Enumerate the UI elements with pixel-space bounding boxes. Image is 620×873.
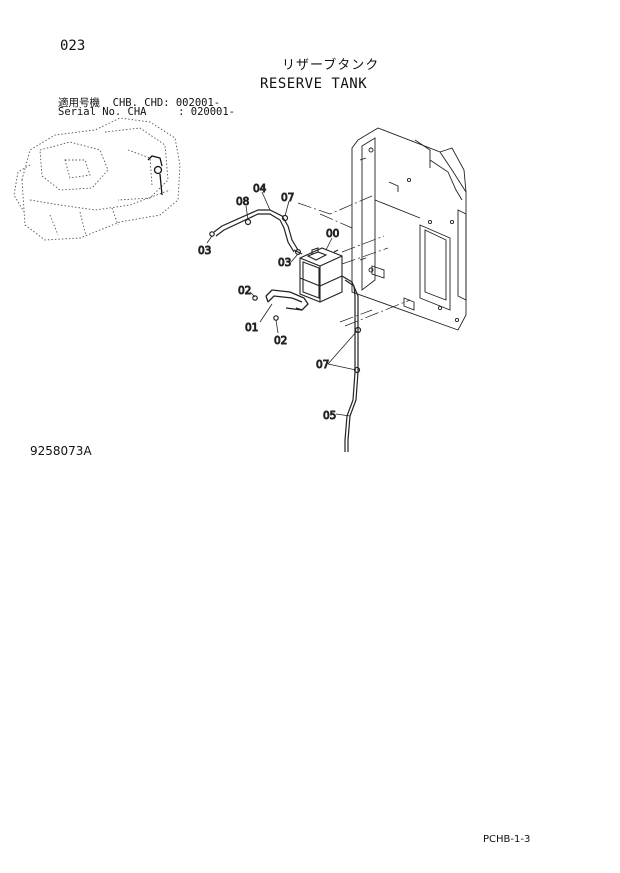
callout-02-upper: 02 (238, 285, 251, 297)
callout-07-upper: 07 (281, 192, 294, 204)
page-code: PCHB-1-3 (483, 834, 531, 845)
machine-locator-sketch (13, 117, 181, 241)
hose-lower (341, 275, 359, 452)
serial-applicability-line-2: Serial No. CHA : 020001- (58, 106, 236, 118)
callout-02-lower: 02 (274, 335, 287, 347)
callout-05: 05 (323, 410, 336, 422)
title-japanese: リザーブタンク (282, 58, 380, 73)
title-english: RESERVE TANK (260, 76, 368, 92)
serial-applicability-line-1: 適用号機 CHB. CHD: 002001- (58, 97, 221, 109)
callout-00: 00 (326, 228, 339, 240)
clamp-parts (244, 214, 362, 374)
callout-08: 08 (236, 196, 249, 208)
callout-03-right: 03 (278, 257, 291, 269)
mounting-panel (351, 127, 467, 331)
bracket-part (265, 289, 309, 311)
reserve-tank (299, 247, 343, 303)
center-lines (297, 195, 411, 327)
callout-03-left: 03 (198, 245, 211, 257)
locator-highlight (147, 155, 163, 196)
page-number: 023 (60, 38, 86, 54)
leader-lines (206, 191, 358, 417)
callout-04: 04 (253, 183, 267, 195)
hose-upper (209, 209, 299, 253)
callout-01: 01 (245, 322, 258, 334)
figure-id: 9258073A (30, 444, 92, 458)
callout-07-lower: 07 (316, 359, 329, 371)
